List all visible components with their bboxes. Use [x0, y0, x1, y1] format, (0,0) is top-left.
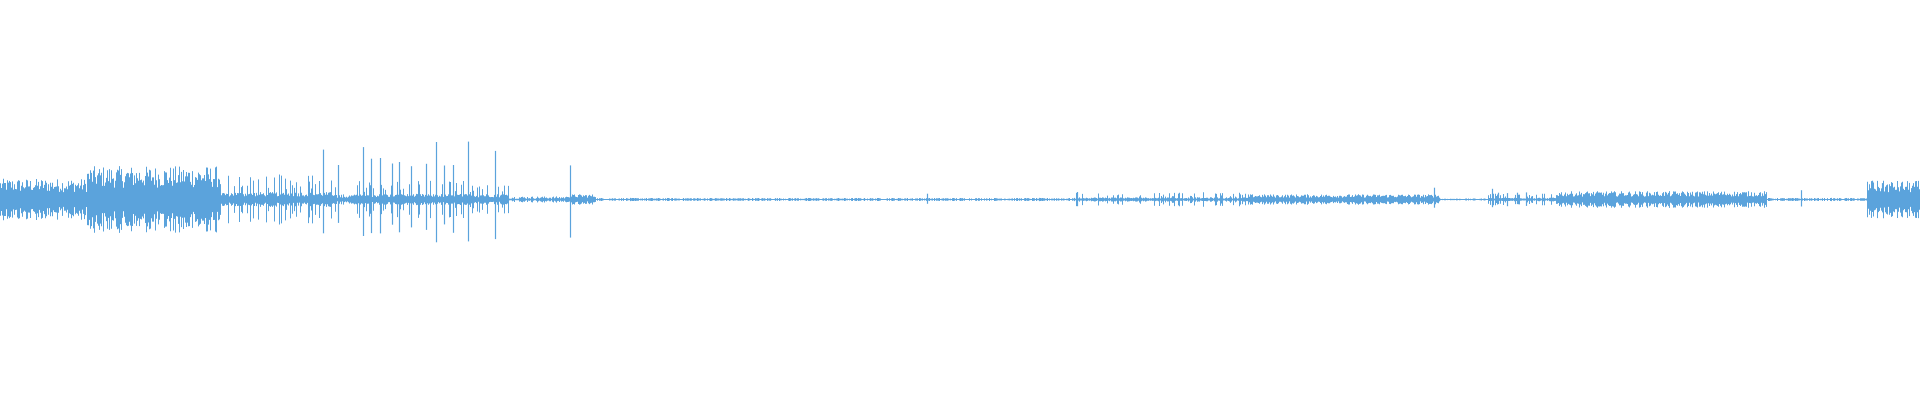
waveform-transients: [322, 141, 1884, 243]
waveform-samples: [0, 166, 1920, 233]
waveform-sample-path: [0, 166, 1920, 233]
